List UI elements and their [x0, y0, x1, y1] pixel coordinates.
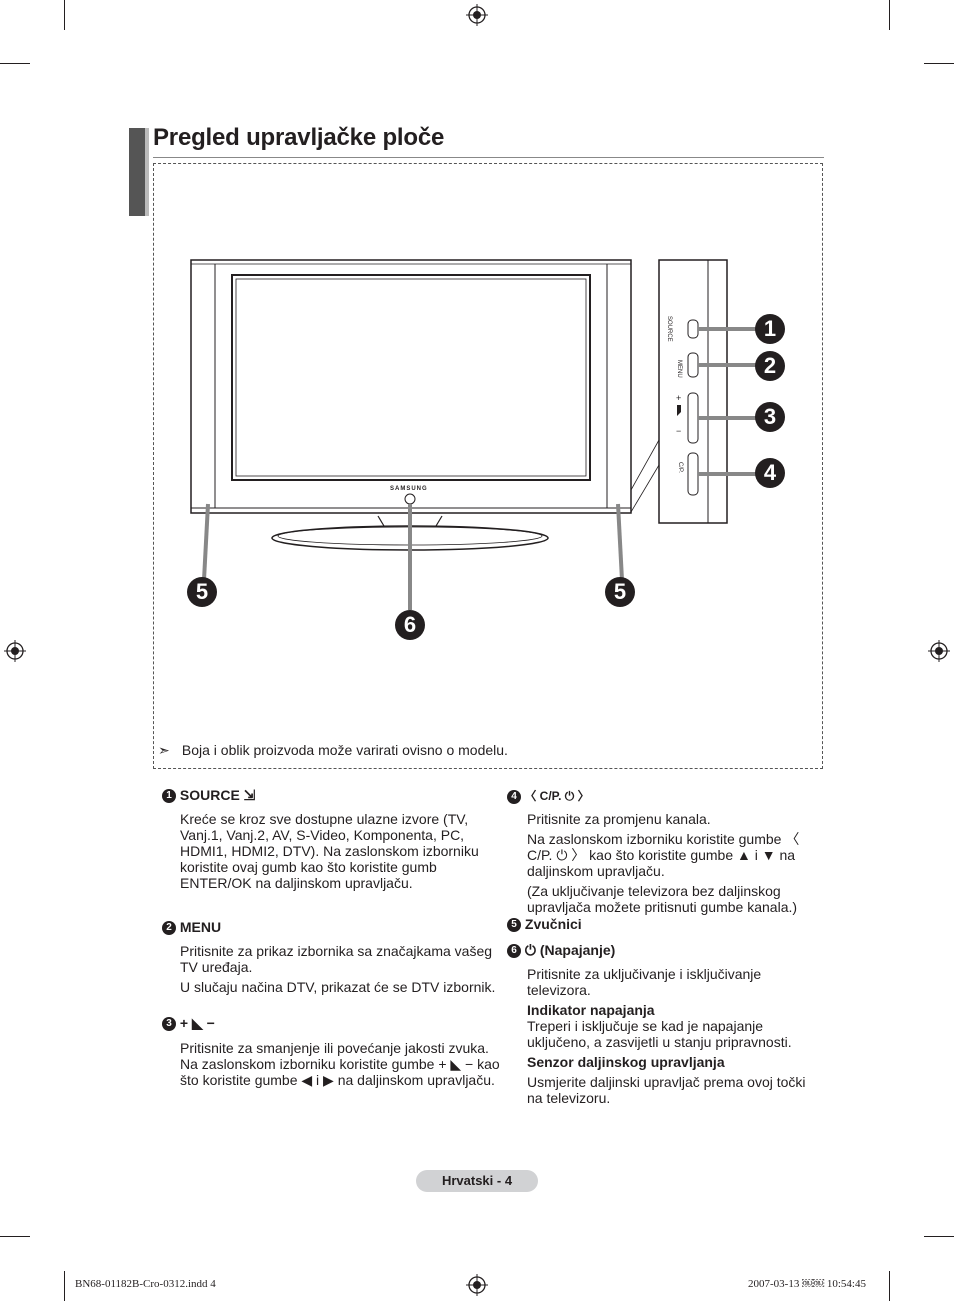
item-number-badge: 1 — [162, 789, 176, 804]
crop-mark — [889, 0, 890, 30]
item-text: Treperi i isključuje se kad je napajanje… — [527, 1018, 792, 1050]
item-title: SOURCE ⇲ — [179, 787, 256, 803]
page-footer: Hrvatski - 4 — [416, 1170, 538, 1192]
crop-mark — [0, 1236, 30, 1237]
crop-mark — [0, 63, 30, 64]
item-number-badge: 2 — [162, 921, 176, 936]
callout-4: 4 — [755, 458, 785, 488]
registration-mark-icon — [4, 640, 26, 662]
item-2-head: 2 MENU — [162, 919, 222, 936]
item-3-body: Pritisnite za smanjenje ili povećanje ja… — [180, 1040, 502, 1092]
side-label-plus: + — [676, 393, 682, 403]
callout-5-right: 5 — [605, 577, 635, 607]
brand-logo: SAMSUNG — [390, 486, 428, 492]
crop-mark — [64, 1271, 65, 1301]
item-text: Kreće se kroz sve dostupne ulazne izvore… — [180, 811, 479, 891]
item-text: Pritisnite za uključivanje i isključivan… — [527, 966, 762, 998]
page-title: Pregled upravljačke ploče — [153, 124, 445, 151]
title-rule — [153, 157, 824, 158]
registration-mark-icon — [928, 640, 950, 662]
callout-3: 3 — [755, 402, 785, 432]
callout-5-left: 5 — [187, 577, 217, 607]
item-4-body: Pritisnite za promjenu kanala. Na zaslon… — [527, 811, 819, 919]
item-text: Pritisnite za smanjenje ili povećanje ja… — [180, 1040, 500, 1088]
item-subheading: Indikator napajanja — [527, 1002, 655, 1018]
item-text: Na zaslonskom izborniku koristite gumbe … — [527, 831, 800, 879]
item-title: MENU — [179, 919, 222, 935]
item-subheading: Senzor daljinskog upravljanja — [527, 1054, 725, 1070]
item-title: ⏻ (Napajanje) — [524, 942, 616, 958]
title-accent-bar — [129, 128, 149, 216]
item-number-badge: 4 — [507, 789, 521, 804]
side-label-minus: − — [676, 426, 682, 436]
item-5-head: 5 Zvučnici — [507, 916, 582, 933]
item-text: Usmjerite daljinski upravljač prema ovoj… — [527, 1074, 806, 1106]
item-6-body: Pritisnite za uključivanje i isključivan… — [527, 966, 819, 1110]
crop-mark — [924, 1236, 954, 1237]
item-4-head: 4 〈 C/P. ⏻ 〉 — [507, 787, 590, 804]
item-title: + ◣ − — [179, 1015, 215, 1031]
item-text: U slučaju načina DTV, prikazat će se DTV… — [180, 979, 496, 995]
item-title: Zvučnici — [524, 916, 582, 932]
side-label-cp: C/P. — [677, 462, 683, 473]
crop-mark — [64, 0, 65, 30]
item-number-badge: 3 — [162, 1017, 176, 1032]
slug-file: BN68-01182B-Cro-0312.indd 4 — [75, 1278, 216, 1290]
crop-mark — [889, 1271, 890, 1301]
note-text: Boja i oblik proizvoda može varirati ovi… — [181, 742, 508, 758]
slug-date: 2007-03-13 ￼￼ 10:54:45 — [748, 1278, 866, 1290]
item-6-head: 6 ⏻ (Napajanje) — [507, 942, 615, 959]
item-number-badge: 6 — [507, 944, 521, 959]
item-text: Pritisnite za prikaz izbornika sa značaj… — [180, 943, 493, 975]
illustration-box — [153, 163, 823, 769]
side-label-menu: MENU — [676, 360, 682, 378]
note: ➣ Boja i oblik proizvoda može varirati o… — [158, 742, 508, 759]
item-1-head: 1 SOURCE ⇲ — [162, 787, 255, 804]
registration-mark-icon — [466, 4, 488, 26]
side-label-source: SOURCE — [666, 316, 672, 342]
callout-1: 1 — [755, 314, 785, 344]
item-number-badge: 5 — [507, 918, 521, 933]
item-1-body: Kreće se kroz sve dostupne ulazne izvore… — [180, 811, 500, 895]
registration-mark-icon — [466, 1274, 488, 1296]
item-3-head: 3 + ◣ − — [162, 1015, 215, 1032]
callout-2: 2 — [755, 351, 785, 381]
crop-mark — [924, 63, 954, 64]
item-title: 〈 C/P. ⏻ 〉 — [524, 789, 590, 803]
item-2-body: Pritisnite za prikaz izbornika sa značaj… — [180, 943, 502, 999]
callout-6: 6 — [395, 610, 425, 640]
tv-illustration — [190, 259, 762, 610]
note-arrow-icon: ➣ — [158, 742, 170, 758]
item-text: (Za uključivanje televizora bez daljinsk… — [527, 883, 798, 915]
item-text: Pritisnite za promjenu kanala. — [527, 811, 711, 827]
